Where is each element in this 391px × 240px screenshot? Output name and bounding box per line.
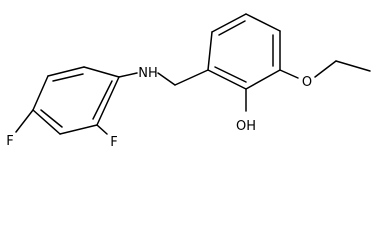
substituents [245, 60, 371, 112]
bond [207, 31, 213, 71]
bond [211, 13, 247, 33]
phenol-ring [207, 13, 281, 90]
amine-linker [118, 69, 209, 86]
ether-oxygen-label: O [302, 75, 312, 90]
bond [245, 13, 281, 32]
double-bond-inner [214, 66, 247, 83]
bond-ch2-to-ch3 [335, 60, 371, 72]
bond-nitrogen-to-methylene [157, 72, 176, 86]
double-bond-inner [40, 109, 63, 128]
bond [96, 76, 120, 126]
bond [59, 124, 98, 135]
bond-methylene-to-ring [174, 69, 209, 86]
bond-oxygen-to-ch2 [314, 60, 337, 78]
bond [245, 69, 281, 90]
double-bond-inner [52, 73, 84, 82]
hydroxyl-label: OH [236, 119, 256, 134]
bond [32, 109, 61, 135]
fluorine-para-label: F [6, 134, 13, 149]
bond-to-fluorine-para [15, 109, 34, 133]
molecule-structure: NH OH O F F [6, 13, 371, 150]
bond [32, 75, 49, 111]
bond [47, 66, 85, 77]
double-bond-inner [92, 80, 113, 120]
bond-to-fluorine-ortho [96, 124, 108, 135]
bond [83, 66, 120, 78]
double-bond-inner [218, 20, 246, 36]
amine-label: NH [138, 66, 158, 81]
difluorophenyl-ring [15, 66, 120, 135]
fluorine-ortho-label: F [110, 135, 117, 150]
bond [207, 69, 247, 90]
bond-to-ether-oxygen [279, 69, 299, 79]
bond-ring-to-nitrogen [118, 72, 138, 78]
